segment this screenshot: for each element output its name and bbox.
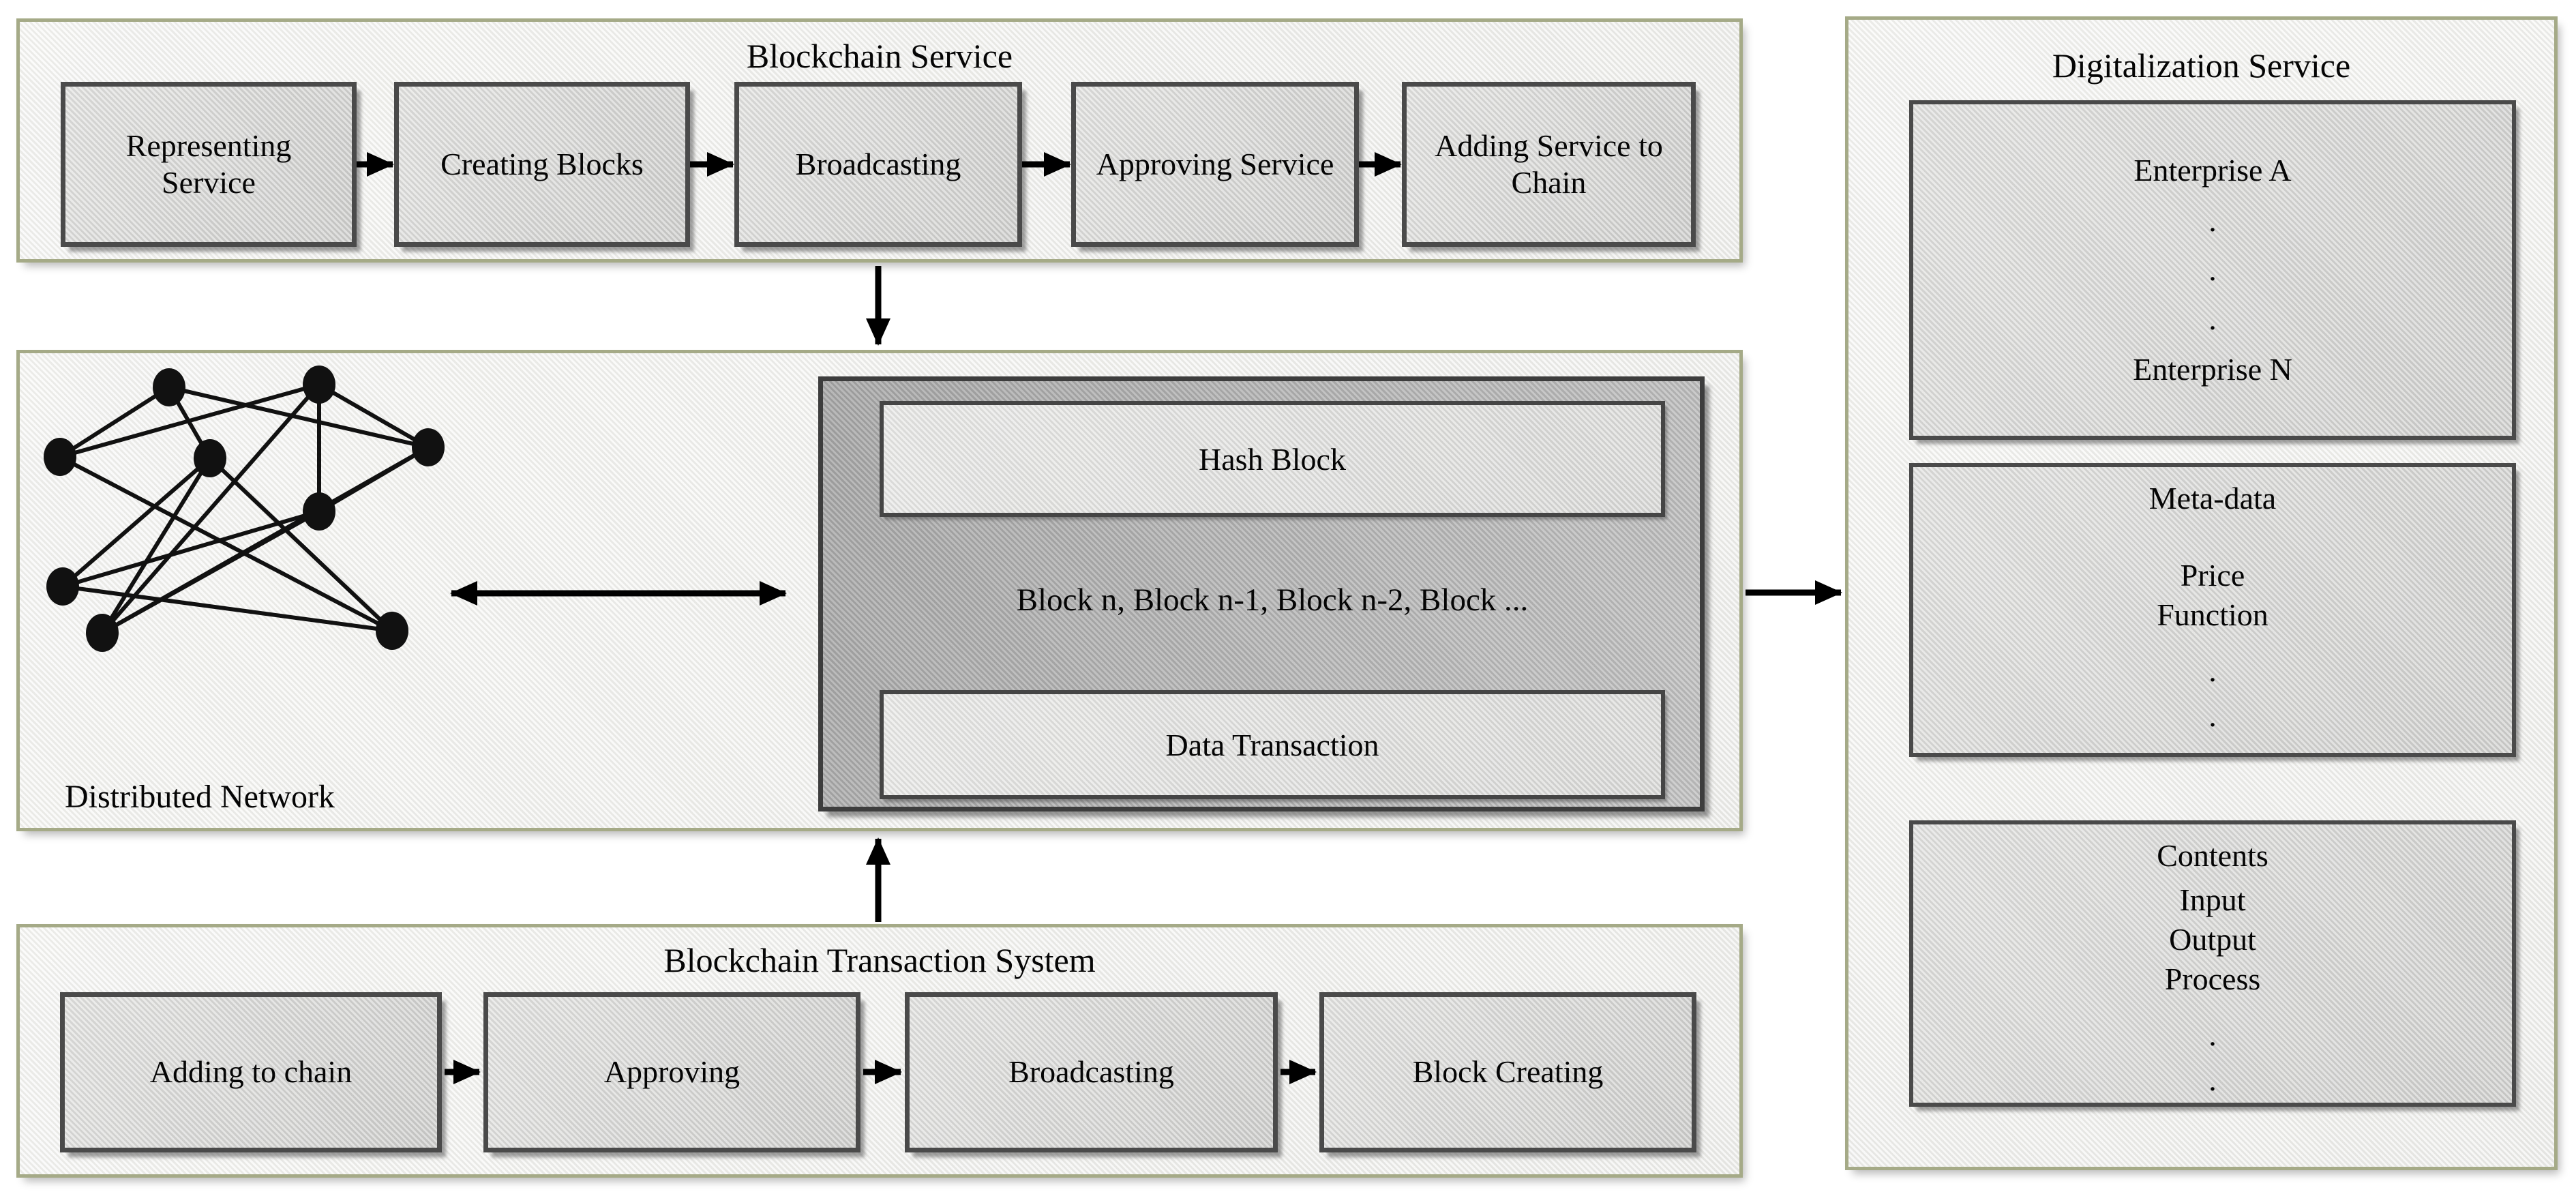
block-chain-label: Block n, Block n-1, Block n-2, Block ...	[1016, 582, 1529, 618]
ellipsis-dot: .	[2208, 252, 2217, 287]
flow-box-block-creating: Block Creating	[1319, 992, 1696, 1152]
title-digitalization-service: Digitalization Service	[2052, 46, 2351, 85]
flow-box-representing-service: Representing Service	[61, 82, 357, 247]
metadata-price-label: Price	[2180, 558, 2245, 593]
ellipsis-dot: .	[2208, 1017, 2217, 1052]
ellipsis-dot: .	[2208, 203, 2217, 238]
metadata-function-label: Function	[2157, 597, 2268, 632]
enterprise-n-label: Enterprise N	[2133, 352, 2292, 387]
contents-title: Contents	[2157, 838, 2268, 873]
flow-box-broadcasting-bottom: Broadcasting	[905, 992, 1278, 1152]
title-blockchain-service: Blockchain Service	[746, 37, 1013, 75]
label-distributed-network: Distributed Network	[65, 779, 335, 815]
data-transaction-box: Data Transaction	[880, 690, 1665, 799]
metadata-box: Meta-data Price Function . .	[1909, 463, 2516, 757]
ellipsis-dot: .	[2208, 1062, 2217, 1097]
flow-box-approving-service: Approving Service	[1071, 82, 1359, 247]
contents-input-label: Input	[2179, 882, 2246, 917]
contents-box: Contents Input Output Process . .	[1909, 820, 2516, 1107]
enterprise-a-label: Enterprise A	[2133, 153, 2292, 188]
contents-output-label: Output	[2169, 922, 2256, 957]
flow-box-adding-to-chain: Adding to chain	[60, 992, 442, 1152]
ellipsis-dot: .	[2208, 301, 2217, 336]
ellipsis-dot: .	[2208, 698, 2217, 733]
flow-box-adding-service-to-chain: Adding Service to Chain	[1402, 82, 1696, 247]
contents-process-label: Process	[2164, 962, 2261, 996]
title-transaction-system: Blockchain Transaction System	[663, 941, 1096, 979]
metadata-title: Meta-data	[2148, 481, 2277, 516]
flow-box-broadcasting-top: Broadcasting	[734, 82, 1022, 247]
flow-box-creating-blocks: Creating Blocks	[394, 82, 690, 247]
hash-block-box: Hash Block	[880, 401, 1665, 517]
enterprise-box: Enterprise A . . . Enterprise N	[1909, 100, 2516, 440]
ellipsis-dot: .	[2208, 653, 2217, 688]
flow-box-approving: Approving	[483, 992, 860, 1152]
